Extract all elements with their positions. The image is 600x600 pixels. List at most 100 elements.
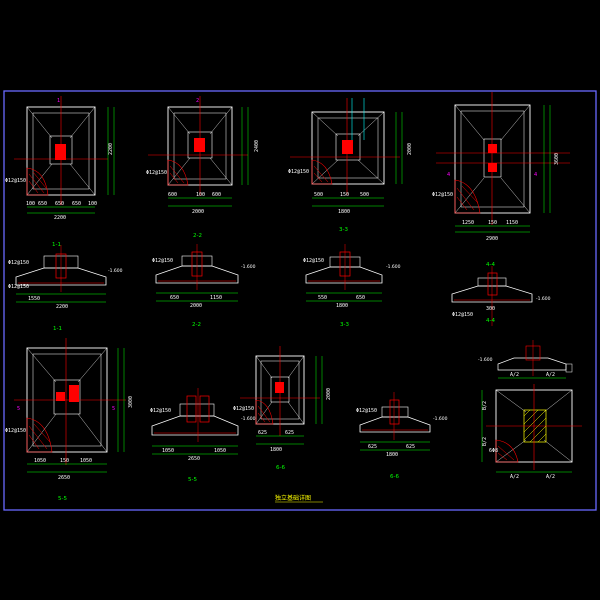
section-2-rebar-label: Φ12@150: [152, 258, 173, 264]
plan-4-dim: 150: [488, 220, 497, 226]
plan-1-dim: 650: [72, 201, 81, 207]
section-2-level: -1.600: [241, 264, 256, 270]
plan-5-axis-tag-right: 5: [112, 406, 115, 412]
section-3-level: -1.600: [386, 264, 401, 270]
plan-3-side-total: 2000: [407, 143, 413, 155]
plan-1-column: [55, 144, 66, 160]
section-4-title: 4-4: [486, 318, 495, 324]
section-4-dim: 300: [486, 306, 495, 312]
plan-3-dim: 150: [340, 192, 349, 198]
section-1-title: 1-1: [53, 326, 62, 332]
plan-6-section-mark: 6-6: [276, 465, 285, 471]
typical-side: B/2: [482, 437, 488, 446]
plan-5-side-total: 3000: [128, 396, 134, 408]
section-3-dim: 550: [318, 295, 327, 301]
plan-5-dim: 1050: [34, 458, 46, 464]
typical-dim-bottom: A/2: [510, 474, 519, 480]
section-6-level: -1.600: [433, 416, 448, 422]
plan-5-rebar-label: Φ12@150: [5, 428, 26, 434]
typical-level: -1.600: [478, 357, 493, 363]
section-5-total: 2650: [188, 456, 200, 462]
plan-4-axis-tag-left: 4: [447, 172, 450, 178]
plan-4-side-total: 3600: [554, 153, 560, 165]
plan-2-dim: 100: [196, 192, 205, 198]
section-5: Φ12@150 -1.600 1050 1050 2650 5-5: [150, 388, 256, 483]
section-3: Φ12@150 -1.600 550 650 1800 3-3: [303, 244, 401, 328]
section-6: Φ12@150 -1.600 625 625 1800 6-6: [356, 392, 448, 480]
plan-4-section-mark: 4-4: [486, 262, 495, 268]
drawing-title: 独立基础详图: [275, 494, 311, 502]
plan-2-section-mark: 2-2: [193, 233, 202, 239]
plan-6-side-total: 2000: [326, 388, 332, 400]
section-6-dim: 625: [368, 444, 377, 450]
plan-5-axis-tag-left: 5: [17, 406, 20, 412]
typical-dim: A/2: [510, 372, 519, 378]
section-1-rebar-label-2: Φ12@150: [8, 284, 29, 290]
plan-1-dim: 650: [55, 201, 64, 207]
plan-1-rebar-label: Φ12@150: [5, 178, 26, 184]
section-3-dim: 650: [356, 295, 365, 301]
section-4-rebar-label: Φ12@150: [452, 312, 473, 318]
plan-4-axis-tag-right: 4: [534, 172, 537, 178]
plan-6: Φ12@150 625 625 1800 2000 6-6: [233, 346, 332, 471]
plan-1-dim: 100: [26, 201, 35, 207]
plan-6-dim: 625: [285, 430, 294, 436]
typical-hatch-label: 6Φ8: [489, 448, 498, 454]
plan-1-side-total: 2200: [108, 143, 114, 155]
section-5-title: 5-5: [188, 477, 197, 483]
plan-3-dim: 500: [360, 192, 369, 198]
plan-5-dim: 1050: [80, 458, 92, 464]
plan-4-dim: 1150: [506, 220, 518, 226]
plan-2-side-total: 2400: [254, 140, 260, 152]
section-5-level: -1.600: [241, 416, 256, 422]
plan-1-section-mark: 1-1: [52, 242, 61, 248]
plan-4-total: 2900: [486, 236, 498, 242]
plan-6-total: 1800: [270, 447, 282, 453]
sheet-frame: [3, 90, 597, 511]
plan-3-rebar-label: Φ12@150: [288, 169, 309, 175]
section-1-rebar-label: Φ12@150: [8, 260, 29, 266]
section-4: Φ12@150 -1.600 300 4-4: [451, 266, 551, 326]
section-6-total: 1800: [386, 452, 398, 458]
section-3-rebar-label: Φ12@150: [303, 258, 324, 264]
typical-side: B/2: [482, 401, 488, 410]
section-3-title: 3-3: [340, 322, 349, 328]
section-4-level: -1.600: [536, 296, 551, 302]
section-1-level: -1.600: [108, 268, 123, 274]
plan-1-total: 2200: [54, 215, 66, 221]
plan-4-rebar-label: Φ12@150: [432, 192, 453, 198]
plan-5-dim: 150: [60, 458, 69, 464]
section-2-dim: 1150: [210, 295, 222, 301]
plan-5-section-mark: 5-5: [58, 496, 67, 502]
section-5-dim: 1050: [214, 448, 226, 454]
section-2-title: 2-2: [192, 322, 201, 328]
plan-5-total: 2650: [58, 475, 70, 481]
section-6-rebar-label: Φ12@150: [356, 408, 377, 414]
plan-3-section-mark: 3-3: [339, 227, 348, 233]
section-2-dim: 650: [170, 295, 179, 301]
typical-dim-bottom: A/2: [546, 474, 555, 480]
plan-3-total: 1800: [338, 209, 350, 215]
plan-1: 1 Φ12@150 100 650 650 650 100 2200 2200 …: [5, 96, 115, 248]
section-6-dim: 625: [406, 444, 415, 450]
plan-3-dim: 500: [314, 192, 323, 198]
plan-1-dim: 650: [38, 201, 47, 207]
section-5-dim: 1050: [162, 448, 174, 454]
section-1-total: 2200: [56, 304, 68, 310]
section-1: Φ12@150 Φ12@150 -1.600 1550 2200 1-1: [8, 245, 123, 332]
plan-2-dim: 600: [168, 192, 177, 198]
section-6-title: 6-6: [390, 474, 399, 480]
section-1-dim: 1550: [28, 296, 40, 302]
plan-2-total: 2000: [192, 209, 204, 215]
plan-2-rebar-label: Φ12@150: [146, 170, 167, 176]
plan-4: 4 4 Φ12@150 1250 150 1150 2900 3600 4-4: [432, 92, 570, 268]
section-2: Φ12@150 -1.600 650 1150 2000 2-2: [152, 244, 256, 328]
plan-5: 5 5 Φ12@150 1050 150 1050 2650 3000 5-5: [5, 338, 134, 502]
plan-6-dim: 625: [258, 430, 267, 436]
plan-2-axis-tag: 2: [196, 98, 199, 104]
plan-4-dim: 1250: [462, 220, 474, 226]
typical-dim: A/2: [546, 372, 555, 378]
section-3-total: 1800: [336, 303, 348, 309]
